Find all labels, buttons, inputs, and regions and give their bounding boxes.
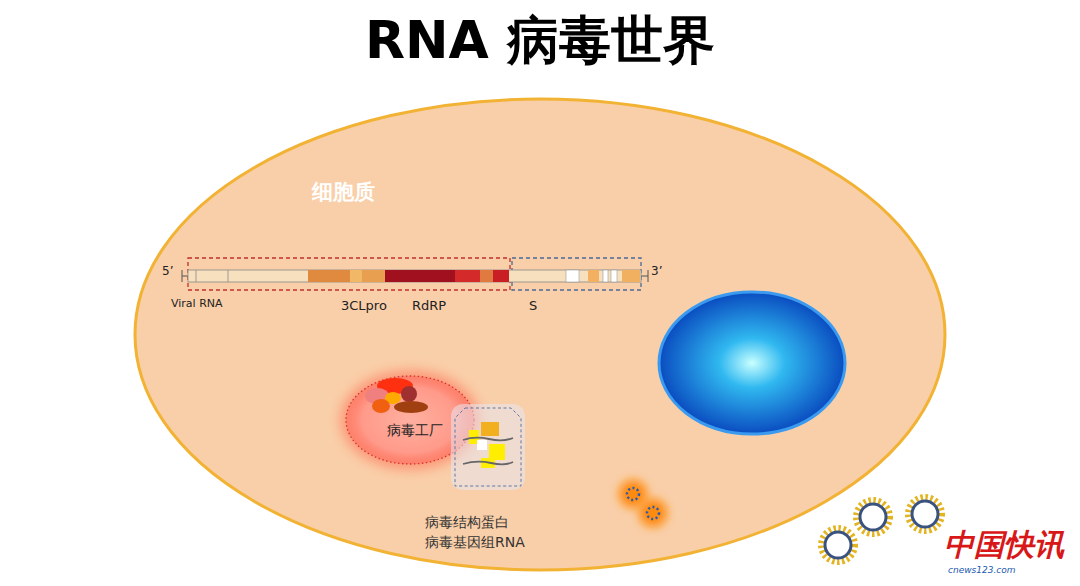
caption-rna: 病毒基因组RNA bbox=[425, 534, 525, 552]
gene-label: 3CLpro bbox=[341, 299, 387, 313]
assembly-box: 病毒结构蛋白病毒基因组RNA bbox=[455, 408, 521, 486]
protein-square bbox=[489, 444, 505, 460]
assembly-outline bbox=[455, 408, 521, 486]
cytoplasm-cell: 病毒工厂病毒结构蛋白病毒基因组RNA bbox=[133, 97, 947, 572]
protein-square bbox=[481, 422, 499, 436]
cytoplasm-label: 细胞质 bbox=[312, 178, 375, 206]
enzyme-blob bbox=[401, 386, 417, 402]
enzyme-blob bbox=[394, 401, 428, 413]
box-glow bbox=[451, 404, 525, 490]
factory-label: 病毒工厂 bbox=[387, 422, 443, 440]
gene-label: RdRP bbox=[412, 299, 446, 313]
assembly-spots bbox=[619, 480, 667, 527]
five-prime-end: 5’ bbox=[162, 265, 173, 278]
rna-strand bbox=[463, 462, 513, 465]
three-prime-end: 3’ bbox=[651, 265, 662, 278]
enzyme-blob bbox=[372, 399, 390, 413]
dashed-box bbox=[455, 408, 521, 486]
cell-ellipse bbox=[135, 99, 945, 570]
caption-proteins: 病毒结构蛋白 bbox=[425, 514, 509, 532]
genome-bar bbox=[182, 258, 648, 290]
rna-strand bbox=[463, 438, 513, 441]
gene-label: S bbox=[529, 299, 537, 313]
nucleus bbox=[659, 292, 845, 434]
watermark-url: cnews123.com bbox=[948, 566, 1016, 576]
protein-square bbox=[477, 440, 487, 450]
virions bbox=[821, 497, 942, 562]
title: RNA 病毒世界 bbox=[0, 6, 1080, 76]
cell-outline bbox=[133, 97, 947, 572]
viral-rna-label: Viral RNA bbox=[171, 298, 223, 310]
watermark: 中国快讯 bbox=[944, 528, 1064, 561]
